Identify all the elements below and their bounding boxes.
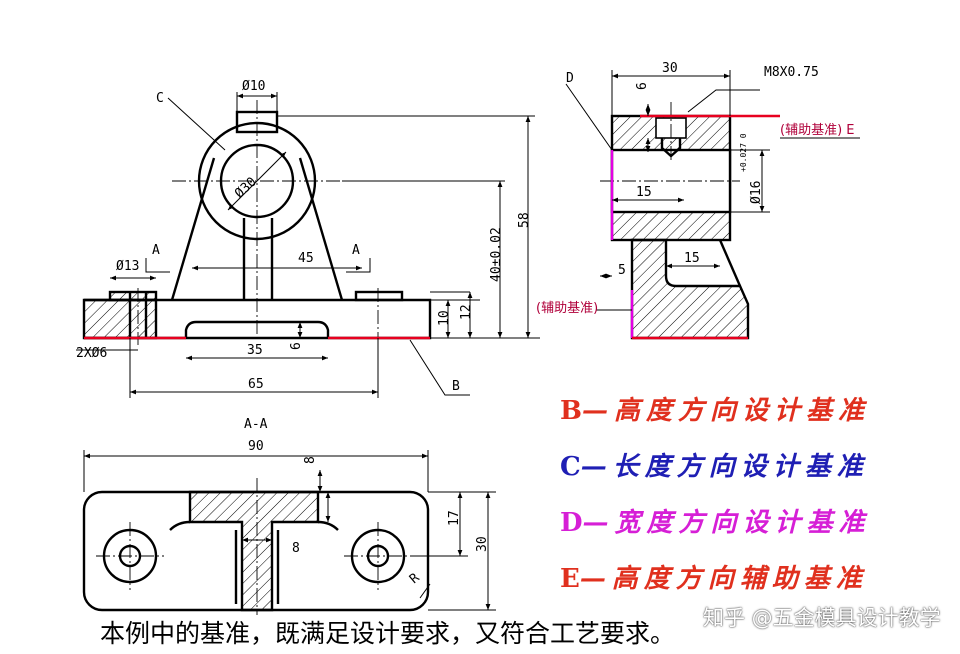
dim-30-section: 30 bbox=[475, 536, 490, 552]
dim-10: 10 bbox=[437, 310, 452, 326]
dim-12: 12 bbox=[459, 304, 474, 320]
dim-phi10: Ø10 bbox=[242, 79, 265, 94]
legend-key-d: D bbox=[560, 508, 583, 538]
label-c: C bbox=[156, 91, 164, 106]
label-d: D bbox=[566, 71, 574, 86]
dim-6-side: 6 bbox=[635, 82, 650, 90]
section-label: A-A bbox=[244, 417, 268, 432]
section-mark-left: A bbox=[152, 243, 160, 258]
dim-17: 17 bbox=[447, 510, 462, 526]
side-dimensions bbox=[600, 70, 770, 279]
dim-2xphi6: 2XØ6 bbox=[76, 346, 107, 361]
legend-key-b: B bbox=[560, 396, 582, 426]
dim-8-mid: 8 bbox=[292, 541, 300, 556]
watermark: 知乎 @五金模具设计教学 bbox=[703, 606, 941, 630]
legend-text-e: —高度方向辅助基准 bbox=[579, 564, 868, 594]
label-aux: (辅助基准) bbox=[536, 301, 598, 316]
legend-key-c: C bbox=[560, 452, 581, 482]
datum-d-line bbox=[610, 150, 634, 338]
dim-58: 58 bbox=[517, 212, 532, 228]
dim-15-lower: 15 bbox=[684, 251, 700, 266]
dim-phi16: Ø16 bbox=[749, 181, 764, 204]
boss-right bbox=[354, 290, 404, 302]
legend-text-c: —长度方向设计基准 bbox=[580, 452, 869, 482]
dim-65: 65 bbox=[248, 377, 264, 392]
side-view bbox=[600, 102, 750, 340]
label-aux-e: (辅助基准) E bbox=[780, 123, 855, 138]
side-stem bbox=[630, 238, 750, 340]
section-view bbox=[82, 478, 430, 615]
dim-tolerance: +0.027 0 bbox=[739, 133, 748, 172]
legend-text-d: —宽度方向设计基准 bbox=[582, 508, 871, 538]
rib-right bbox=[298, 157, 344, 301]
dim-m8: M8X0.75 bbox=[764, 65, 819, 80]
dim-5: 5 bbox=[618, 263, 626, 278]
legend-item-d: D—宽度方向设计基准 bbox=[560, 502, 871, 539]
dim-r: R bbox=[407, 570, 423, 587]
dim-90: 90 bbox=[248, 439, 264, 454]
label-b: B bbox=[452, 379, 460, 394]
dim-45: 45 bbox=[298, 251, 314, 266]
dim-35: 35 bbox=[247, 343, 263, 358]
legend-item-c: C—长度方向设计基准 bbox=[560, 446, 869, 483]
caption: 本例中的基准，既满足设计要求，又符合工艺要求。 bbox=[100, 619, 676, 648]
dim-phi30: Ø30 bbox=[232, 175, 259, 202]
dim-6: 6 bbox=[289, 342, 304, 350]
front-dimensions bbox=[76, 92, 540, 398]
dim-40: 40±0.02 bbox=[489, 227, 504, 282]
legend-item-e: E—高度方向辅助基准 bbox=[560, 558, 868, 595]
legend-text-b: —高度方向设计基准 bbox=[581, 396, 870, 426]
legend-key-e: E bbox=[560, 564, 580, 594]
section-mark-right: A bbox=[352, 243, 360, 258]
dim-15-upper: 15 bbox=[636, 185, 652, 200]
dim-phi13: Ø13 bbox=[116, 259, 139, 274]
front-view bbox=[82, 100, 432, 345]
section-dimensions bbox=[83, 450, 496, 611]
boss-left bbox=[108, 290, 158, 302]
rib-left bbox=[170, 157, 216, 301]
legend-item-b: B—高度方向设计基准 bbox=[560, 390, 870, 427]
dim-30: 30 bbox=[662, 61, 678, 76]
section-t-profile bbox=[188, 490, 320, 612]
center-web bbox=[242, 218, 274, 300]
dim-8-top: 8 bbox=[303, 456, 318, 464]
